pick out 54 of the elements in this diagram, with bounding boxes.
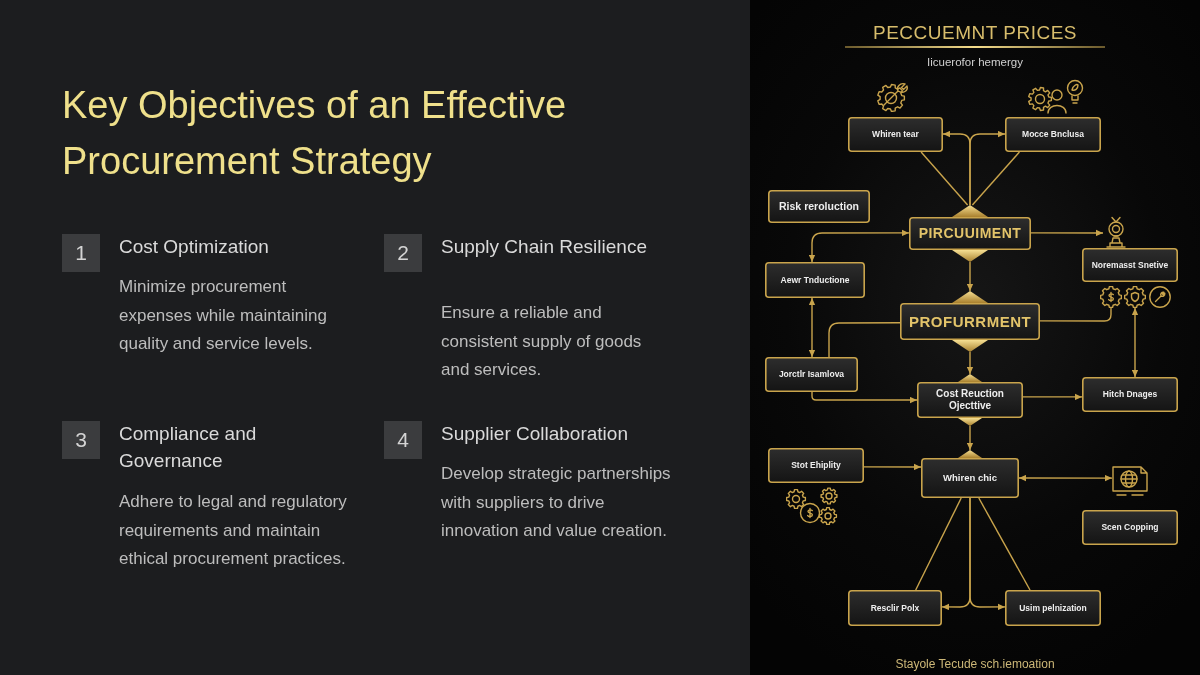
objective-heading: Cost Optimization <box>119 235 269 259</box>
dollar-gear-icon <box>1100 286 1122 308</box>
objective-description: Minimize procurement expenses while maintaining quality and service levels. <box>119 276 328 355</box>
number-badge: 4 <box>384 421 422 459</box>
objective-description: Ensure a reliable and consistent supply of goods and services. <box>441 302 643 381</box>
objective-description: Adhere to legal and regulatory requirements and maintain ethical procurement practices. <box>119 491 348 570</box>
medal-icon <box>1103 216 1129 248</box>
step-label: Noremasst Snetive <box>1091 259 1169 271</box>
number-badge: 3 <box>62 421 100 459</box>
connector-line <box>1039 307 1112 322</box>
step-label: Risk reroluction <box>779 200 859 213</box>
step-label: Aewr Tnductione <box>780 274 850 286</box>
step-label: Whiren chic <box>943 472 997 484</box>
step-label: Scen Copping <box>1101 522 1159 533</box>
step-label: Whiren tear <box>872 129 919 140</box>
slide-title: Key Objectives of an Effective Procurement Strategy <box>62 83 568 184</box>
globe-document-icon <box>1112 464 1148 496</box>
arrow <box>1018 474 1113 482</box>
step-label: Hitch Dnages <box>1102 389 1158 400</box>
arrow <box>966 351 974 375</box>
step-label: Stot Ehiplity <box>791 460 841 471</box>
flowchart-title: PECCUEMNT PRICES <box>873 22 1077 44</box>
connector-line <box>978 497 1031 591</box>
objective-heading: Compliance and Governance <box>119 422 258 473</box>
connector-line <box>971 151 1021 206</box>
arrow <box>1030 229 1104 237</box>
arrow <box>969 497 1006 611</box>
number-badge: 1 <box>62 234 100 272</box>
step-label: Cost Reuction Ojecttive <box>935 388 1005 412</box>
step-label: PIRCUUIMENT <box>918 225 1022 242</box>
objective-heading: Supply Chain Resilience <box>441 235 647 259</box>
arrow <box>1131 307 1139 378</box>
connector-line <box>828 322 901 358</box>
step-label: Mocce Bnclusa <box>1022 129 1084 140</box>
arrow <box>1022 393 1083 401</box>
step-label: PROFURRMENT <box>909 312 1031 331</box>
arrow <box>808 297 816 358</box>
flowchart-subtitle: Iicuerofor hemergy <box>927 56 1023 68</box>
arrow <box>966 425 974 451</box>
objective-heading: Supplier Collaboration <box>441 422 628 446</box>
step-label: Usim pelnization <box>1019 602 1087 614</box>
objective-description: Develop strategic partnerships with suppliers to drive innovation and value creation. <box>441 463 672 542</box>
connector-line <box>920 151 969 206</box>
arrow <box>966 261 974 292</box>
footer-caption: Stayole Tecude sch.iemoation <box>895 657 1055 671</box>
shield-gear-icon <box>1124 286 1146 308</box>
step-label: Resclir Polx <box>870 602 920 614</box>
step-label: Jorctlr Isamlova <box>778 369 845 380</box>
connector-line <box>915 497 962 591</box>
arrow <box>969 130 1006 206</box>
arrow <box>863 463 922 471</box>
arrow <box>811 391 918 404</box>
arrow <box>808 229 910 263</box>
number-badge: 2 <box>384 234 422 272</box>
